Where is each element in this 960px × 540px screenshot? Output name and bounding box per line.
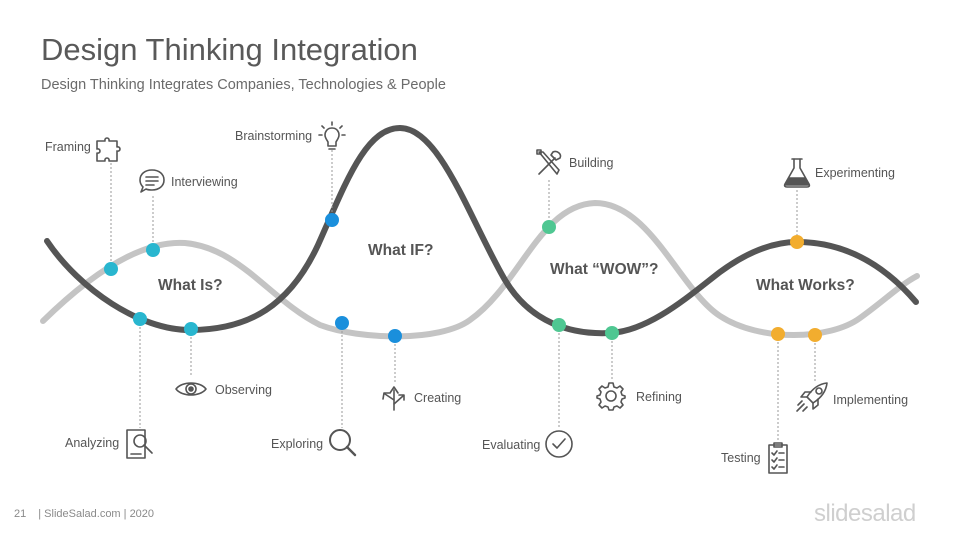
footer-credit: | SlideSalad.com | 2020 bbox=[38, 508, 155, 520]
phase-label-what-is: What Is? bbox=[158, 277, 223, 294]
eye-icon bbox=[175, 382, 207, 396]
step-label-testing: Testing bbox=[721, 451, 761, 465]
phase-label-what-works: What Works? bbox=[756, 277, 855, 294]
document-search-icon bbox=[126, 429, 153, 459]
clipboard-icon bbox=[768, 442, 788, 474]
magnifier-icon bbox=[329, 429, 357, 457]
gear-icon bbox=[596, 382, 626, 411]
footer: 21 | SlideSalad.com | 2020 bbox=[14, 508, 154, 520]
dark-wave-curve bbox=[44, 124, 919, 337]
page-number: 21 bbox=[14, 508, 27, 520]
step-label-refining: Refining bbox=[636, 390, 682, 404]
dot-experimenting bbox=[790, 235, 804, 249]
puzzle-icon bbox=[96, 137, 121, 162]
dot-interviewing bbox=[146, 243, 160, 257]
light-bulb-icon bbox=[318, 121, 346, 150]
step-label-creating: Creating bbox=[414, 391, 462, 405]
dot-creating bbox=[388, 329, 402, 343]
brand-logo: slidesalad bbox=[814, 500, 916, 527]
check-circle-icon bbox=[545, 430, 573, 458]
page-title: Design Thinking Integration bbox=[41, 32, 418, 67]
step-label-interviewing: Interviewing bbox=[171, 175, 238, 189]
phase-label-what-if: What IF? bbox=[368, 242, 434, 259]
step-label-evaluating: Evaluating bbox=[482, 438, 541, 452]
dot-exploring bbox=[335, 316, 349, 330]
page-subtitle: Design Thinking Integrates Companies, Te… bbox=[41, 77, 446, 93]
chat-bubble-icon bbox=[139, 169, 165, 193]
dot-brainstorming bbox=[325, 213, 339, 227]
step-label-building: Building bbox=[569, 156, 614, 170]
step-label-observing: Observing bbox=[215, 383, 272, 397]
step-label-framing: Framing bbox=[45, 140, 91, 154]
dot-building bbox=[542, 220, 556, 234]
tools-icon bbox=[536, 149, 562, 175]
split-arrows-icon bbox=[382, 386, 405, 411]
light-wave-curve bbox=[40, 199, 920, 340]
dot-testing bbox=[771, 327, 785, 341]
step-label-experimenting: Experimenting bbox=[815, 166, 895, 180]
dot-analyzing bbox=[133, 312, 147, 326]
phase-label-what-wow: What “WOW”? bbox=[550, 261, 659, 278]
flask-icon bbox=[783, 158, 811, 188]
dot-observing bbox=[184, 322, 198, 336]
rocket-icon bbox=[796, 382, 828, 412]
step-label-implementing: Implementing bbox=[833, 393, 909, 407]
step-label-analyzing: Analyzing bbox=[65, 436, 120, 450]
dot-implementing bbox=[808, 328, 822, 342]
step-label-brainstorming: Brainstorming bbox=[235, 129, 313, 143]
step-label-exploring: Exploring bbox=[271, 437, 324, 451]
dot-refining bbox=[605, 326, 619, 340]
dot-evaluating bbox=[552, 318, 566, 332]
dot-framing bbox=[104, 262, 118, 276]
